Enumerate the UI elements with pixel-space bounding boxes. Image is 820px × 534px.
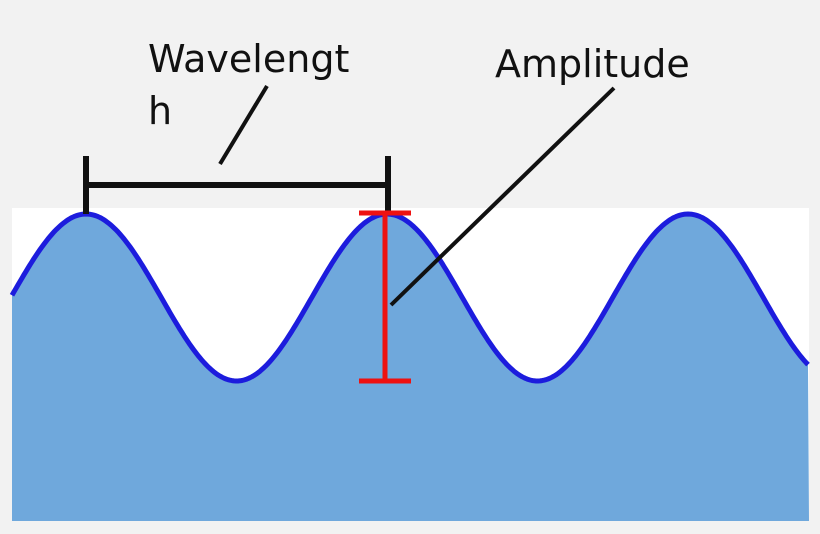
wavelength-marker — [83, 156, 391, 214]
wavelength-label-line2: h — [148, 89, 172, 133]
wavelength-pointer-line — [218, 84, 269, 166]
wavelength-label-line1: Wavelengt — [148, 37, 349, 81]
wave-line — [9, 211, 810, 384]
water-fill — [12, 214, 809, 521]
amplitude-label: Amplitude — [495, 42, 690, 86]
amplitude-marker — [359, 210, 411, 384]
amplitude-pointer-line — [389, 86, 616, 307]
